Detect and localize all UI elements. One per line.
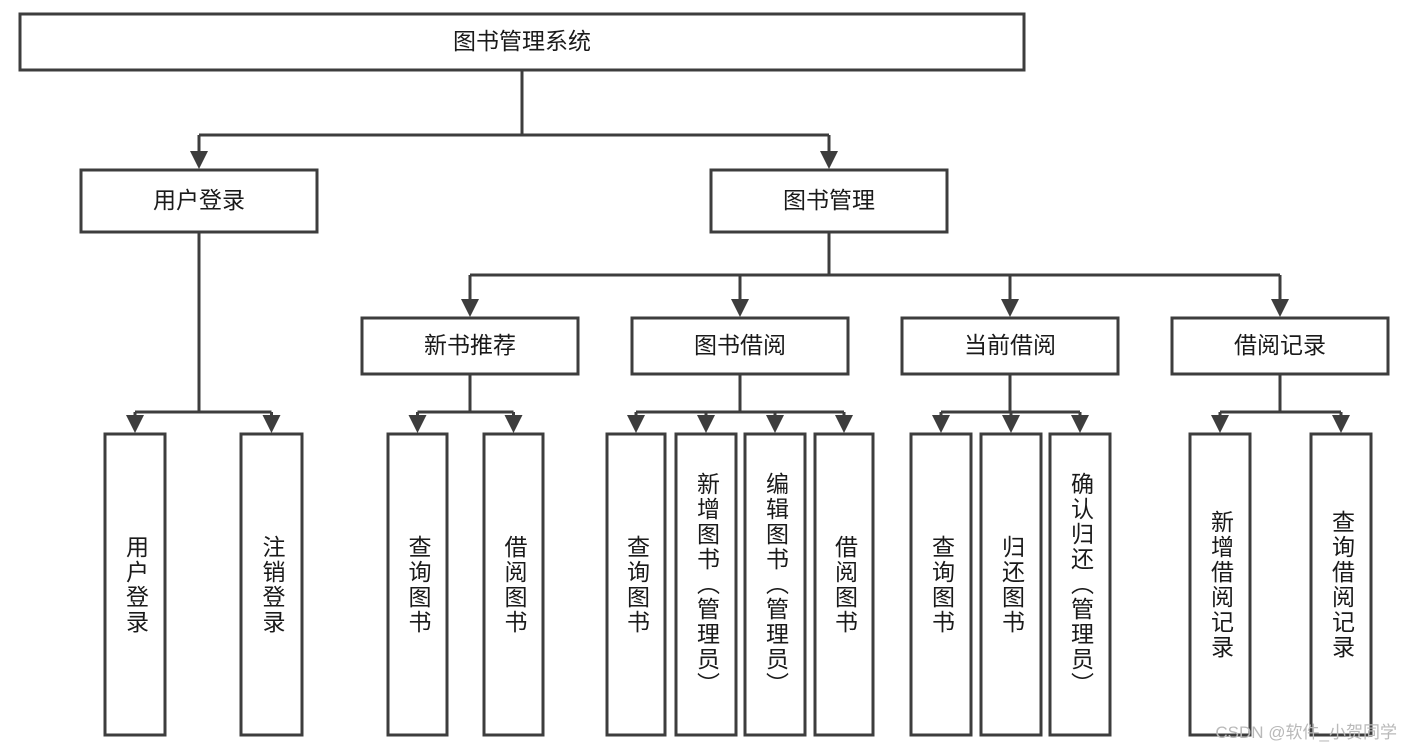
node-box[interactable] [674,432,738,737]
node-box[interactable] [239,432,304,737]
node-box[interactable] [1309,432,1373,737]
arrow-head [932,415,950,433]
arrow-head [504,415,523,433]
node-box[interactable] [909,432,973,737]
node-leaf-10[interactable] [1048,432,1112,737]
arrow-head [731,299,749,317]
arrow-head [126,415,144,433]
arrow-head [766,415,784,433]
node-leaf-5[interactable] [674,432,738,737]
arrow-head [262,415,281,433]
node-level3-3[interactable]: 借阅记录 [1170,316,1390,376]
node-level2-1[interactable]: 图书管理 [709,168,949,234]
node-label: 借阅记录 [1234,332,1326,358]
node-box[interactable] [813,432,875,737]
node-level2-0[interactable]: 用户登录 [79,168,319,234]
arrow-head [408,415,427,433]
node-box[interactable] [900,316,1120,376]
arrow-head [190,151,208,169]
arrow-head [1002,415,1020,433]
arrow-head [1271,299,1289,317]
node-leaf-1[interactable] [239,432,304,737]
node-leaf-12[interactable] [1309,432,1373,737]
node-label: 当前借阅 [964,332,1056,358]
node-label: 图书借阅 [694,332,786,358]
node-leaf-7[interactable] [813,432,875,737]
node-level3-1[interactable]: 图书借阅 [630,316,850,376]
arrow-head [1001,299,1019,317]
node-box[interactable] [360,316,580,376]
node-root[interactable]: 图书管理系统 [18,12,1026,72]
node-box[interactable] [1188,432,1252,737]
node-box[interactable] [18,12,1026,72]
node-box[interactable] [1048,432,1112,737]
node-leaf-4[interactable] [605,432,667,737]
arrow-head [820,151,838,169]
node-label: 图书管理 [783,187,875,213]
arrow-head [697,415,715,433]
node-box[interactable] [605,432,667,737]
edges-layer [126,70,1350,433]
node-leaf-3[interactable] [482,432,545,737]
node-leaf-6[interactable] [743,432,807,737]
node-level3-0[interactable]: 新书推荐 [360,316,580,376]
node-box[interactable] [630,316,850,376]
arrow-head [835,415,853,433]
node-label: 用户登录 [153,187,245,213]
node-box[interactable] [386,432,449,737]
node-box[interactable] [709,168,949,234]
arrow-head [1071,415,1089,433]
node-box[interactable] [79,168,319,234]
node-box[interactable] [743,432,807,737]
node-box[interactable] [1170,316,1390,376]
node-leaf-2[interactable] [386,432,449,737]
arrow-head [1211,415,1229,433]
arrow-head [627,415,645,433]
node-label: 新书推荐 [424,332,516,358]
node-level3-2[interactable]: 当前借阅 [900,316,1120,376]
node-label: 图书管理系统 [453,28,591,54]
node-leaf-11[interactable] [1188,432,1252,737]
node-box[interactable] [482,432,545,737]
node-box[interactable] [979,432,1043,737]
arrow-head [1332,415,1350,433]
node-leaf-9[interactable] [979,432,1043,737]
node-box[interactable] [103,432,167,737]
watermark-text: CSDN @软件_小贺同学 [1215,723,1397,742]
node-leaf-8[interactable] [909,432,973,737]
arrow-head [461,299,479,317]
node-leaf-0[interactable] [103,432,167,737]
